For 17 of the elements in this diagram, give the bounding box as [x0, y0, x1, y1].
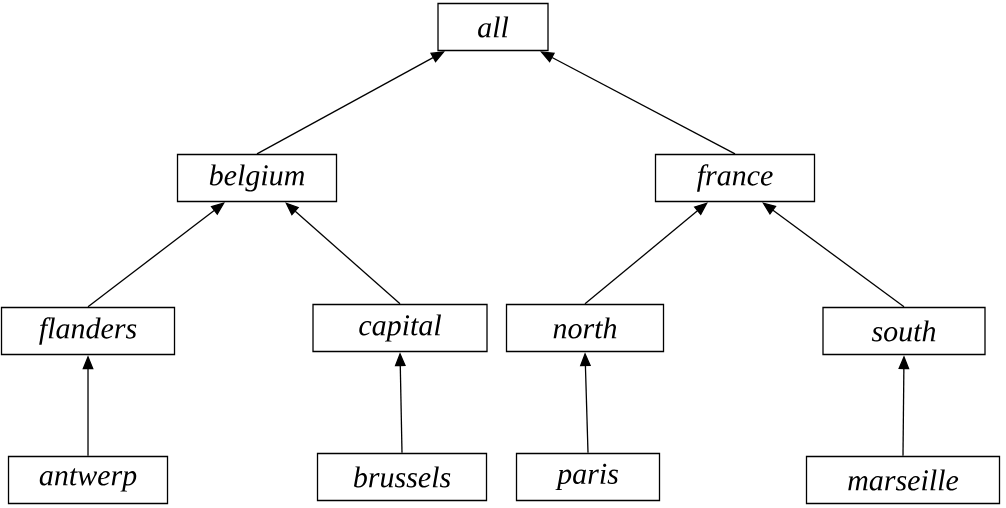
node-box: capital: [312, 303, 488, 353]
node-box: belgium: [176, 153, 338, 203]
arrow: [540, 51, 736, 155]
node-box: france: [654, 153, 816, 203]
node-box: antwerp: [7, 455, 169, 505]
arrow: [256, 51, 445, 155]
node-box: flanders: [0, 306, 176, 356]
node-box: paris: [515, 452, 661, 502]
node-box: all: [437, 2, 549, 52]
arrow: [584, 202, 708, 305]
arrow: [87, 202, 225, 308]
node-box: north: [505, 303, 665, 353]
arrow: [285, 202, 401, 305]
node-box: south: [822, 306, 986, 356]
node-box: marseille: [805, 455, 1001, 505]
arrow: [762, 202, 905, 308]
node-box: brussels: [316, 452, 488, 502]
